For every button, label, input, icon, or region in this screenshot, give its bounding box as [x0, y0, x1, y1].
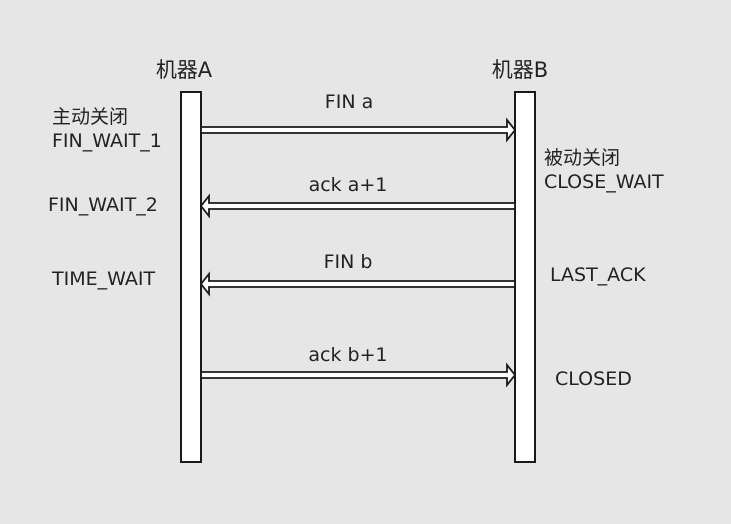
machine-b-title: 机器B: [492, 58, 548, 82]
state-label-a: FIN_WAIT_2: [48, 194, 158, 216]
state-label-b: LAST_ACK: [550, 264, 646, 286]
state-label-a: FIN_WAIT_1: [52, 130, 162, 152]
message-arrow-fin-a: [200, 117, 517, 143]
machine-a-title: 机器A: [156, 58, 213, 82]
state-label-b: 被动关闭: [544, 147, 620, 169]
message-label: FIN a: [325, 91, 373, 113]
machine-b-lifeline: [514, 91, 536, 463]
state-label-b: CLOSE_WAIT: [544, 171, 664, 193]
machine-a-lifeline: [180, 91, 202, 463]
message-arrow-ack-b: [200, 362, 517, 388]
state-label-a: TIME_WAIT: [51, 268, 155, 290]
message-label: FIN b: [324, 251, 373, 273]
message-label: ack b+1: [308, 344, 387, 366]
state-label-a: 主动关闭: [52, 106, 128, 128]
message-arrow-ack-a: [199, 193, 516, 219]
state-label-b: CLOSED: [555, 368, 632, 390]
message-label: ack a+1: [309, 174, 388, 196]
message-arrow-fin-b: [199, 271, 516, 297]
